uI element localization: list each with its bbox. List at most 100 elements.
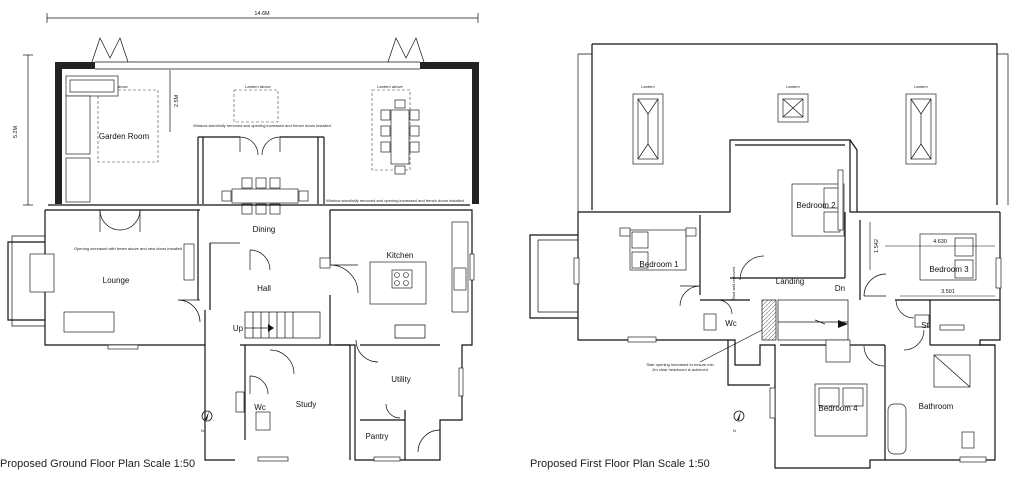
svg-text:N: N bbox=[201, 428, 204, 433]
depth-dimension: 5.2M 2.5M bbox=[13, 54, 180, 206]
room-label-bedroom1: Bedroom 1 bbox=[639, 260, 679, 269]
depth2-label: 2.5M bbox=[174, 94, 180, 107]
rooflight-2 bbox=[777, 93, 809, 123]
window-utility bbox=[458, 367, 464, 397]
lantern-note-ff-3: Lantern bbox=[914, 84, 928, 89]
room-label-up: Up bbox=[233, 324, 244, 333]
staircase-ground bbox=[244, 311, 321, 339]
room-label-bathroom: Bathroom bbox=[919, 402, 954, 411]
utility-sink bbox=[394, 324, 426, 339]
lounge-french-doors bbox=[99, 209, 141, 232]
bifold-door-left bbox=[91, 37, 129, 63]
lounge-sofa-left bbox=[29, 253, 55, 293]
bed-1 bbox=[619, 227, 697, 271]
kitchen-door bbox=[329, 264, 359, 294]
lantern-note-ff-1: Lantern bbox=[641, 84, 655, 89]
store-door bbox=[895, 299, 915, 319]
hall-door bbox=[210, 242, 271, 271]
shower-line bbox=[933, 354, 971, 388]
room-label-bedroom2: Bedroom 2 bbox=[796, 201, 836, 210]
room-label-utility: Utility bbox=[391, 375, 411, 384]
window-pantry bbox=[373, 456, 401, 462]
bifold-door-right bbox=[387, 37, 425, 63]
dining-walls bbox=[197, 136, 325, 204]
stair-note-1: Stair opening increased to ensure min bbox=[646, 362, 713, 367]
room-label-landing: Landing bbox=[776, 277, 804, 286]
lounge-fireplace bbox=[183, 243, 195, 281]
ground-outline bbox=[7, 204, 473, 461]
lounge-door bbox=[177, 299, 201, 323]
roof-outline bbox=[577, 43, 1009, 212]
wc-door-ff bbox=[717, 299, 733, 315]
window-note-kitchen: Window sized/silly removed and opening i… bbox=[326, 198, 464, 203]
store-unit bbox=[914, 314, 930, 328]
stair-note-leader bbox=[699, 329, 763, 363]
room-label-dining: Dining bbox=[253, 225, 276, 234]
window-kitchen-side bbox=[469, 253, 475, 281]
staircase-first bbox=[777, 299, 851, 363]
window-front-ff bbox=[627, 336, 657, 343]
lantern-outline-2 bbox=[233, 89, 279, 123]
kitchen-worktop bbox=[451, 221, 469, 313]
pantry-door bbox=[385, 403, 401, 419]
bathtub bbox=[887, 403, 907, 455]
bedroom4-door bbox=[863, 345, 885, 367]
dining-table-garden bbox=[380, 99, 420, 175]
room-label-wc-ff: Wc bbox=[725, 319, 737, 328]
bed-4 bbox=[814, 383, 868, 437]
north-arrow-first: N bbox=[733, 410, 745, 433]
dim-d1: 1.542 bbox=[874, 239, 880, 253]
window-lounge-front bbox=[107, 344, 139, 350]
window-bedroom3 bbox=[995, 257, 1002, 289]
lounge-opening-note: Opening increased with beam above and ne… bbox=[74, 246, 182, 251]
wc-toilet-ff bbox=[703, 313, 717, 331]
room-label-garden-room: Garden Room bbox=[99, 132, 150, 141]
room-label-bedroom3: Bedroom 3 bbox=[929, 265, 969, 274]
bathroom-door bbox=[903, 329, 925, 351]
room-label-lounge: Lounge bbox=[103, 276, 130, 285]
first-floor-plan: Lantern Lantern Lantern bbox=[529, 43, 1009, 470]
utility-door bbox=[355, 339, 379, 363]
hob bbox=[391, 269, 413, 289]
room-label-wc: Wc bbox=[254, 403, 266, 412]
study-door bbox=[269, 349, 295, 375]
depth-label: 5.2M bbox=[13, 125, 19, 138]
garden-room-walls bbox=[55, 61, 479, 204]
dim-d2: 4.630 bbox=[933, 239, 947, 245]
room-label-hall: Hall bbox=[257, 284, 271, 293]
overall-width-dimension: 14.6M bbox=[46, 11, 479, 23]
ground-floor-caption: Proposed Ground Floor Plan Scale 1:50 bbox=[0, 458, 195, 470]
dining-table bbox=[221, 177, 309, 215]
lantern-outline-1 bbox=[97, 89, 159, 163]
room-label-kitchen: Kitchen bbox=[387, 251, 414, 260]
bedroom3-door bbox=[863, 273, 887, 297]
hall-post bbox=[319, 257, 331, 269]
stair-note-2: 2m clear headroom is achieved bbox=[652, 367, 708, 372]
window-study bbox=[257, 456, 289, 462]
kitchen-sink bbox=[453, 267, 467, 291]
room-label-bedroom4: Bedroom 4 bbox=[818, 404, 858, 413]
wc-basin bbox=[235, 391, 245, 413]
lantern-note-ff-2: Lantern bbox=[786, 84, 800, 89]
window-bathroom bbox=[959, 456, 987, 463]
window-landing bbox=[939, 324, 965, 331]
lounge-sofa-bottom bbox=[63, 311, 115, 333]
lantern-note-2: Lantern above bbox=[245, 84, 271, 89]
wc-toilet bbox=[255, 411, 271, 431]
back-door bbox=[417, 429, 441, 453]
dim-d3: 3.501 bbox=[941, 289, 955, 295]
first-floor-outline bbox=[529, 139, 1001, 469]
stud-wall-note: Stud wall removed bbox=[731, 267, 736, 300]
room-label-study: Study bbox=[296, 400, 316, 409]
north-arrow-ground: N bbox=[201, 410, 213, 433]
window-bedroom1 bbox=[573, 257, 580, 285]
first-floor-caption: Proposed First Floor Plan Scale 1:50 bbox=[530, 458, 710, 470]
bed-3 bbox=[919, 233, 977, 281]
bed-2 bbox=[791, 183, 845, 237]
overall-width-label: 14.6M bbox=[254, 11, 270, 17]
rooflight-3 bbox=[905, 93, 937, 165]
room-label-pantry: Pantry bbox=[365, 432, 388, 441]
bath-toilet bbox=[961, 431, 975, 449]
landing-door-1 bbox=[739, 255, 765, 281]
